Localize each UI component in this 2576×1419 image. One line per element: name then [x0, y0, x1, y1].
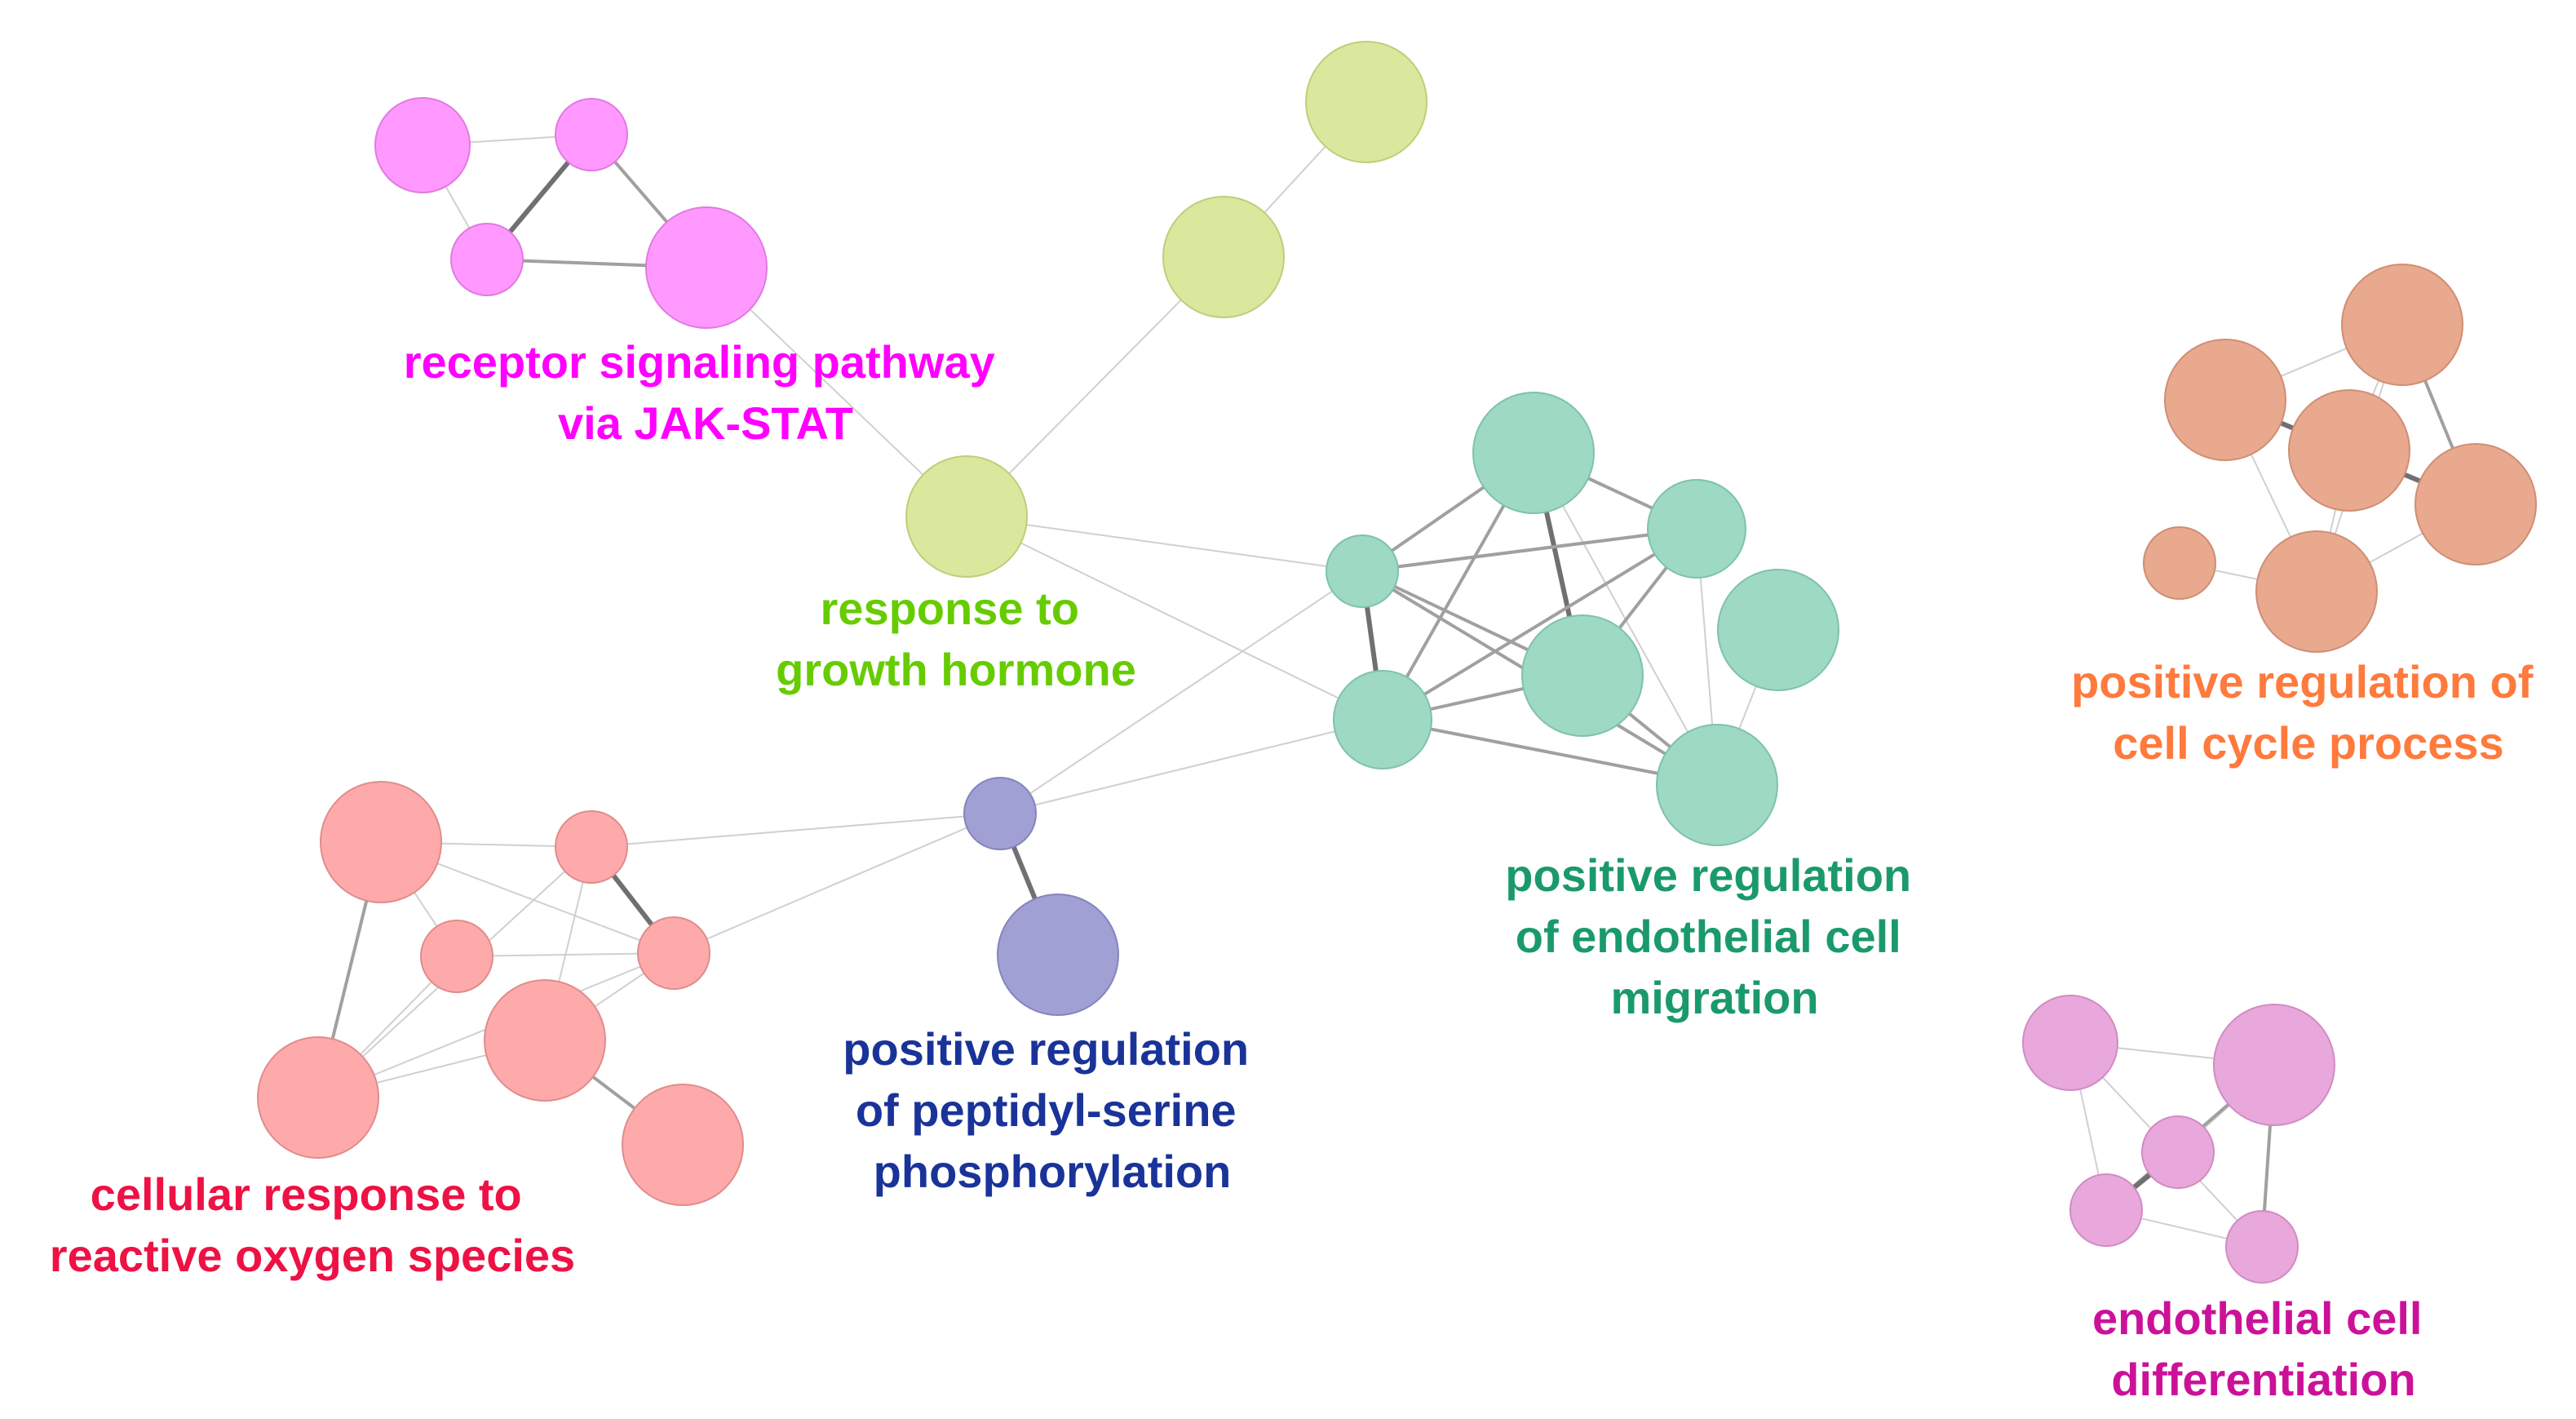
label-line: reactive oxygen species [50, 1230, 575, 1281]
network-node-endo-mig [1333, 670, 1432, 769]
network-node-endo-mig [1521, 614, 1644, 737]
network-node-ros [484, 979, 606, 1102]
network-node-endo-mig [1717, 569, 1839, 691]
network-node-jak [450, 223, 524, 296]
network-node-endo-mig [1326, 534, 1399, 608]
label-line: endothelial cell [2092, 1293, 2423, 1344]
network-node-endo-diff [2225, 1210, 2299, 1284]
network-edge [966, 516, 1383, 721]
cluster-label-jak-stat: receptor signaling pathway via JAK-STAT [404, 336, 1008, 449]
network-node-endo-diff [2069, 1173, 2143, 1247]
label-line: of endothelial cell [1516, 911, 1901, 962]
network-edge [1381, 527, 1698, 721]
label-line: positive regulation [843, 1023, 1249, 1075]
label-line: receptor signaling pathway [404, 336, 995, 388]
label-line: cell cycle process [2113, 717, 2503, 769]
network-node-serine [997, 894, 1119, 1016]
network-node-endo-mig [1656, 724, 1778, 846]
cluster-label-growth-hormone: response to growth hormone [776, 583, 1136, 695]
network-edge [999, 570, 1363, 814]
cluster-label-reactive-oxygen: cellular response to reactive oxygen spe… [50, 1168, 575, 1281]
network-edge [591, 813, 1001, 848]
network-node-endo-mig [1647, 479, 1746, 579]
network-nodes [257, 41, 2537, 1284]
network-node-endo-diff [2141, 1115, 2215, 1189]
network-node-ros [320, 781, 442, 903]
network-node-ros [622, 1084, 744, 1206]
cluster-label-cell-cycle: positive regulation of cell cycle proces… [2071, 656, 2546, 769]
label-line: cellular response to [91, 1168, 522, 1220]
cluster-label-peptidyl-serine: positive regulation of peptidyl-serine p… [843, 1023, 1261, 1197]
label-line: of peptidyl-serine [856, 1084, 1237, 1136]
network-node-cell-cycle [2341, 264, 2463, 386]
cluster-label-endothelial-migration: positive regulation of endothelial cell … [1505, 849, 1923, 1023]
label-line: differentiation [2111, 1354, 2415, 1405]
network-node-cell-cycle [2414, 443, 2537, 565]
network-edge [673, 813, 1001, 954]
network-node-ros [637, 916, 710, 990]
network-node-ros [420, 920, 494, 993]
label-line: positive regulation [1505, 849, 1911, 901]
network-node-cell-cycle [2288, 389, 2410, 512]
network-node-endo-mig [1472, 392, 1595, 514]
network-node-cell-cycle [2255, 530, 2378, 653]
network-node-jak [645, 206, 768, 329]
network-node-endo-diff [2022, 995, 2118, 1091]
cluster-label-endothelial-differentiation: endothelial cell differentiation [2092, 1293, 2435, 1405]
network-node-cell-cycle [2164, 339, 2286, 461]
network-node-ros [555, 810, 628, 884]
network-node-ros [257, 1036, 379, 1159]
label-line: via JAK-STAT [558, 397, 853, 449]
network-node-gh [1305, 41, 1427, 163]
network-node-gh [905, 455, 1028, 578]
network-edge [966, 516, 1363, 572]
network-node-gh [1162, 196, 1285, 318]
label-line: positive regulation of [2071, 656, 2534, 707]
network-node-jak [374, 97, 471, 193]
network-node-jak [555, 98, 628, 171]
label-line: phosphorylation [874, 1146, 1232, 1197]
network-node-serine [963, 777, 1037, 850]
network-edge [999, 719, 1383, 814]
network-node-cell-cycle [2143, 526, 2216, 600]
network-edge [1361, 527, 1697, 573]
label-line: migration [1610, 972, 1818, 1023]
label-line: growth hormone [776, 644, 1136, 695]
network-node-endo-diff [2213, 1004, 2335, 1126]
label-line: response to [821, 583, 1079, 634]
